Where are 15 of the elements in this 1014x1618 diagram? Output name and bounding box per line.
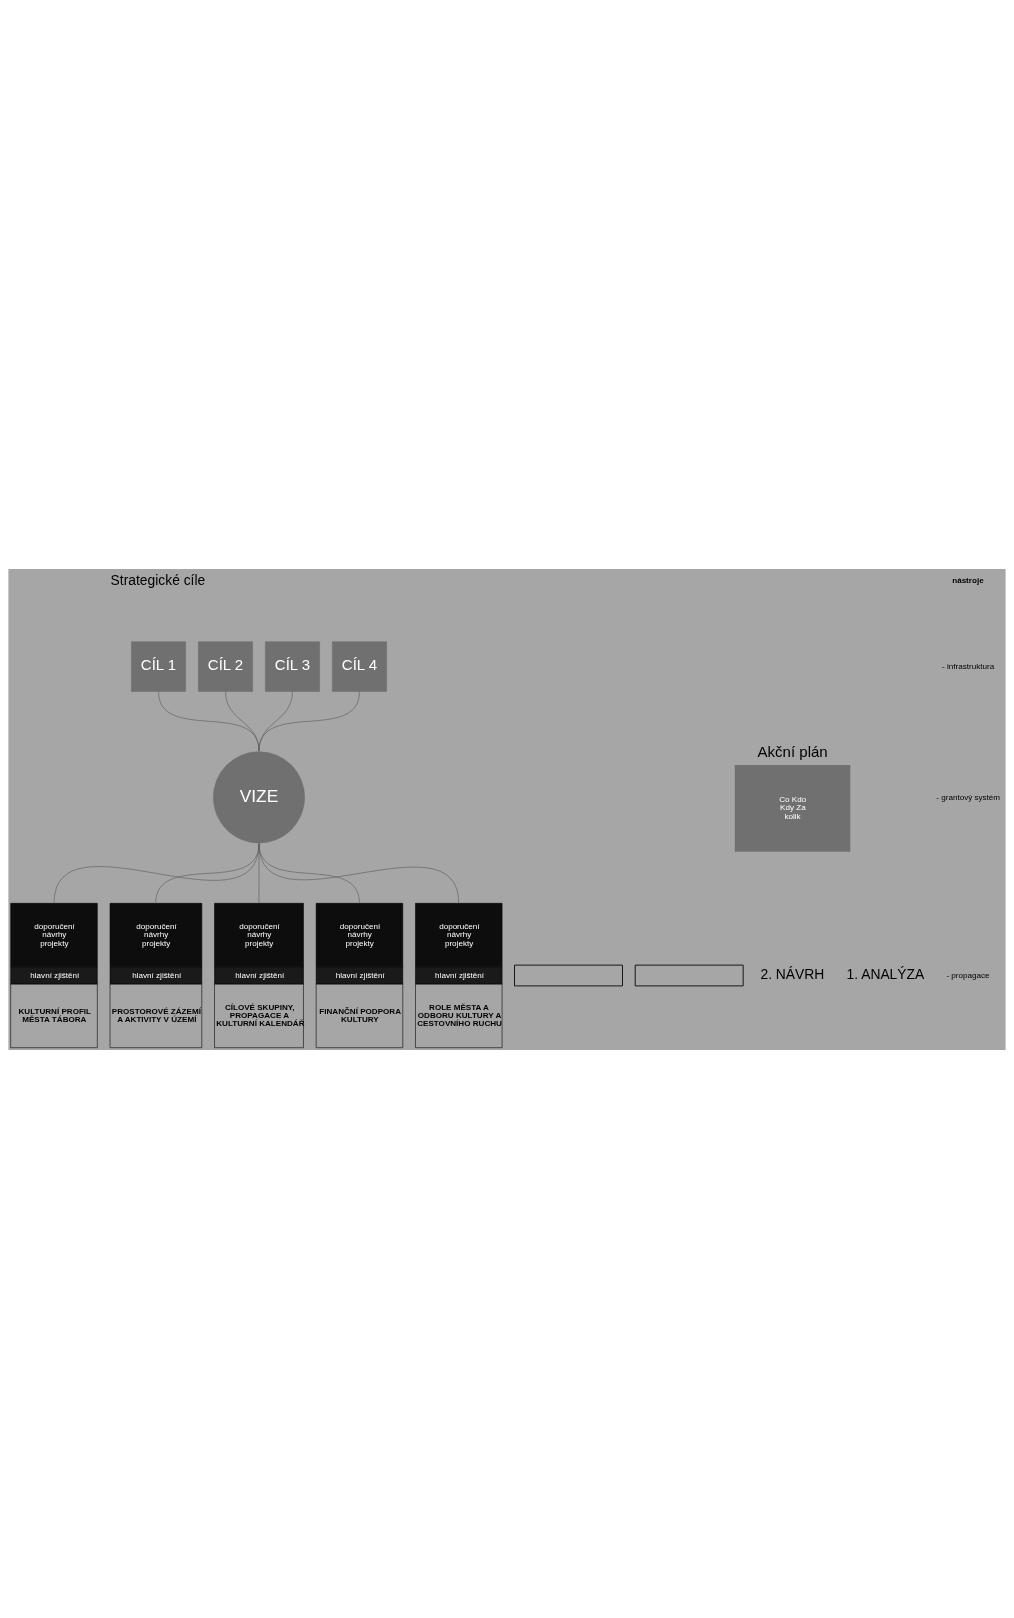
label: Strategické cíle [110,571,206,588]
node-box: CÍL 4 [332,640,387,692]
node-circle: VIZE [213,750,305,843]
label: 1. ANALÝZA [846,965,925,982]
connector [258,690,360,751]
node-box: CÍL 2 [198,640,253,692]
node-label: Akční plán [757,742,828,760]
connector [225,690,260,751]
node-box [634,964,744,986]
connector [258,842,460,904]
node-box: CÍL 3 [265,640,320,692]
label: 2. NÁVRH [760,965,825,982]
connector [158,690,260,751]
node-box [514,964,623,986]
node-box: CÍL 1 [131,640,186,692]
